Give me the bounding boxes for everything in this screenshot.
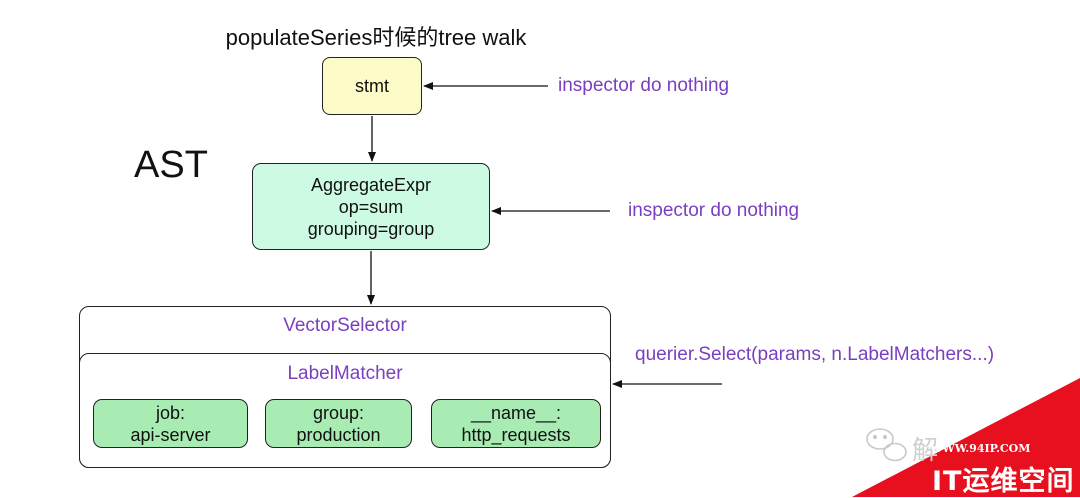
note-stmt-inspector: inspector do nothing [558,75,730,96]
wechat-icon [866,428,907,462]
aggregate-expr-op: op=sum [338,196,404,217]
watermark-url: WWW.94IP.COM [930,442,1031,455]
aggregate-expr-grouping: grouping=group [307,218,435,239]
aggregate-expr-name: AggregateExpr [310,174,432,195]
matcher-group: group: production [265,399,412,448]
matcher-name: __name__: http_requests [431,399,601,448]
stmt-node: stmt [322,57,422,115]
watermark-logo [852,378,1080,497]
matcher-group-key: group: [312,402,365,423]
watermark-site-name: IT运维空间 [932,466,1075,497]
watermark-wechat-text: 解 [912,436,939,466]
stmt-node-label: stmt [355,76,389,96]
note-querier-select: querier.Select(params, n.LabelMatchers..… [635,344,995,365]
vector-selector-label: VectorSelector [283,315,407,336]
aggregate-expr-node: AggregateExpr op=sum grouping=group [252,163,490,250]
matcher-job-key: job: [155,402,186,423]
matcher-job: job: api-server [93,399,248,448]
note-aggregate-inspector: inspector do nothing [628,200,800,221]
watermark-red-banner [852,378,1080,497]
diagram-title: populateSeries时候的tree walk [225,25,527,50]
matcher-name-value: http_requests [461,424,571,445]
ast-label: AST [134,144,208,186]
matcher-name-key: __name__: [470,402,562,423]
matcher-group-value: production [296,424,381,445]
matcher-job-value: api-server [130,424,211,445]
label-matcher-label: LabelMatcher [287,363,403,384]
